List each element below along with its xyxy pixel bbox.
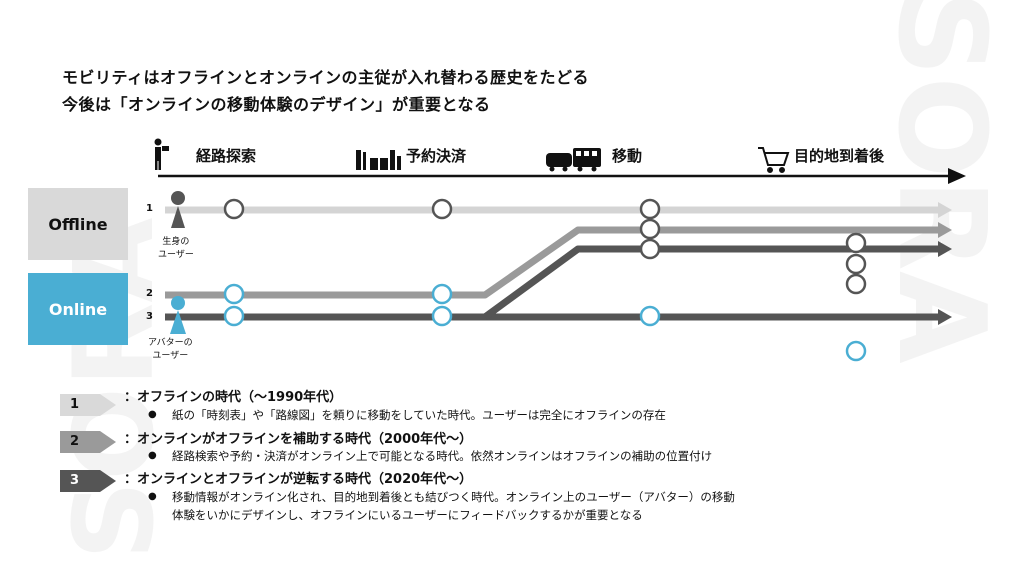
bullet: ● (148, 450, 157, 461)
lane-2-line (165, 226, 940, 299)
lane-number-1: 1 (146, 203, 153, 214)
bullet: ● (148, 491, 157, 502)
offline-user-label: 生身の ユーザー (158, 237, 194, 260)
person-reading-icon (154, 138, 169, 170)
stage-label-route-search: 経路探索 (196, 147, 257, 165)
avatar-user-icon (170, 296, 186, 334)
offline-box-label: Offline (48, 214, 108, 234)
train-icon (546, 148, 601, 172)
shopping-cart-icon (758, 147, 790, 173)
legend-number-3: 3 (70, 473, 80, 488)
legend-desc-1: 紙の「時刻表」や「路線図」を頼りに移動をしていた時代。ユーザーは完全にオフライン… (172, 408, 666, 422)
bullet: ● (148, 409, 157, 420)
title-line-1: モビリティはオフラインとオンラインの主従が入れ替わる歴史をたどる (62, 68, 590, 87)
stage-label-after-arrival: 目的地到着後 (794, 147, 885, 165)
offline-node (431, 198, 453, 220)
offline-user-icon (171, 191, 185, 228)
legend-arrows (60, 394, 116, 492)
offline-node (639, 238, 661, 260)
legend-arrow-1 (60, 394, 116, 416)
legend-number-1: 1 (70, 397, 80, 412)
legend-arrow-3 (60, 470, 116, 492)
lane-number-2: 2 (146, 288, 153, 299)
offline-node (845, 232, 867, 254)
stage-axis-arrowhead (948, 168, 966, 184)
online-box-label: Online (48, 299, 108, 319)
avatar-user-label: アバターの ユーザー (148, 338, 193, 361)
online-node (431, 305, 453, 327)
online-box: Online (28, 273, 128, 345)
offline-node (639, 218, 661, 240)
online-node (845, 340, 867, 362)
legend-desc-2: 経路検索や予約・決済がオンライン上で可能となる時代。依然オンラインはオフラインの… (172, 449, 713, 463)
stage-label-reservation: 予約決済 (406, 147, 467, 165)
legend-desc-3: 移動情報がオンライン化され、目的地到着後とも結びつく時代。オンライン上のユーザー… (172, 490, 735, 504)
online-node (431, 283, 453, 305)
lane-3-branch (482, 245, 940, 320)
legend-arrow-2 (60, 431, 116, 453)
offline-node (223, 198, 245, 220)
online-node (223, 283, 245, 305)
offline-box: Offline (28, 188, 128, 260)
legend-title-2: ：オンラインがオフラインを補助する時代（2000年代〜） (124, 432, 473, 447)
title-line-2: 今後は「オンラインの移動体験のデザイン」が重要となる (62, 95, 491, 114)
legend-title-1: ：オフラインの時代（〜1990年代） (124, 390, 343, 405)
legend-number-2: 2 (70, 434, 80, 449)
offline-node (639, 198, 661, 220)
stage-label-travel: 移動 (612, 147, 643, 165)
legend-desc-3-cont: 体験をいかにデザインし、オフラインにいるユーザーにフィードバックするかが重要とな… (172, 508, 643, 522)
lane-1-arrowhead (938, 202, 952, 218)
offline-node (845, 273, 867, 295)
lane-3-branch-arrowhead (938, 241, 952, 257)
lane-3-arrowhead (938, 309, 952, 325)
online-node (223, 305, 245, 327)
gate-icon (356, 150, 401, 170)
lane-2-arrowhead (938, 222, 952, 238)
legend-title-3: ：オンラインとオフラインが逆転する時代（2020年代〜） (124, 472, 473, 487)
offline-node (845, 253, 867, 275)
online-node (639, 305, 661, 327)
lane-number-3: 3 (146, 311, 153, 322)
